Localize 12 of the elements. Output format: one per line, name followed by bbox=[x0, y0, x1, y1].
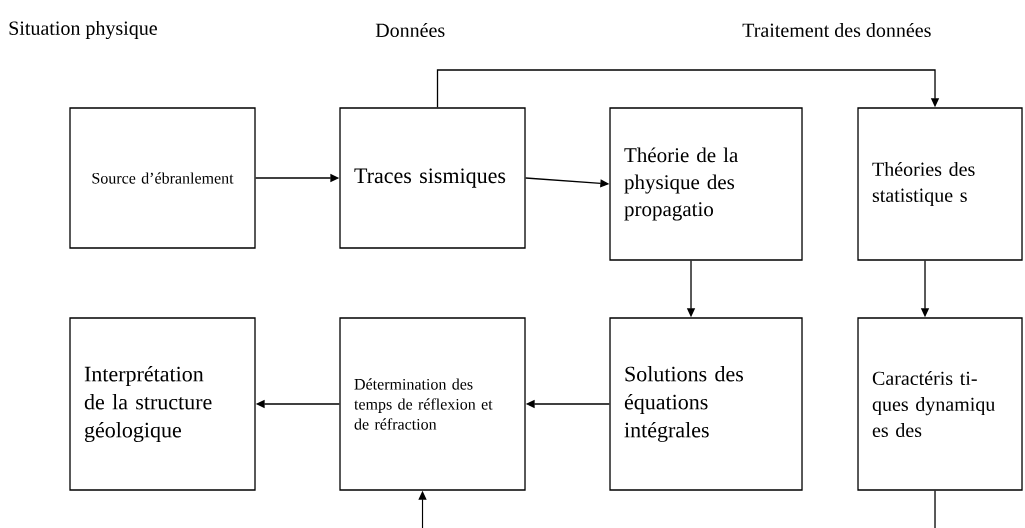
process-box: Solutions des équations intégrales bbox=[609, 317, 803, 491]
process-box: Théorie de la physique des propagatio bbox=[609, 107, 803, 261]
process-box: Interprétation de la structure géologique bbox=[69, 317, 256, 491]
process-box: Caractéris ti-ques dynamiqu es des bbox=[857, 317, 1023, 491]
process-box: Traces sismiques bbox=[339, 107, 526, 249]
process-box: Source d’ébranlement bbox=[69, 107, 256, 249]
column-heading: Traitement des données bbox=[742, 22, 931, 38]
process-box: Théories des statistique s bbox=[857, 107, 1023, 261]
column-heading: Données bbox=[375, 22, 445, 38]
arrow bbox=[436, 69, 940, 108]
column-heading: Situation physique bbox=[9, 20, 157, 40]
process-box: Détermination des temps de réflexion et de réfraction bbox=[339, 317, 526, 491]
